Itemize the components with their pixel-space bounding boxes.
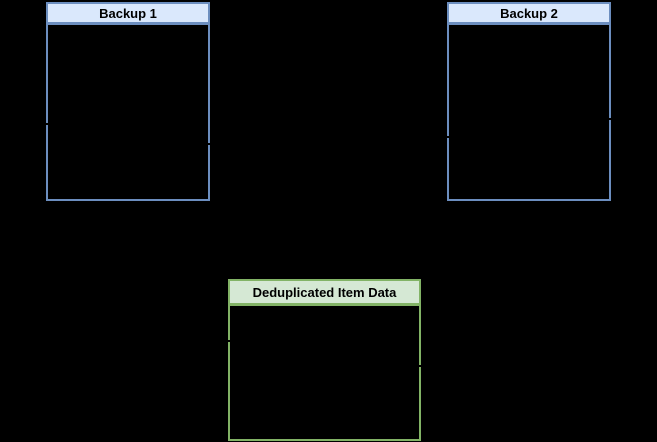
- backup-1-title: Backup 1: [99, 5, 157, 21]
- backup-2-body: [447, 23, 611, 201]
- backup-1-header: Backup 1: [46, 2, 210, 24]
- connector-notch-backup-2-right: [607, 118, 614, 120]
- backup-2-title: Backup 2: [500, 5, 558, 21]
- connector-notch-backup-1-right: [206, 143, 213, 145]
- backup-2-header: Backup 2: [447, 2, 611, 24]
- connector-notch-dedup-right: [416, 365, 423, 367]
- backup-1-body: [46, 23, 210, 201]
- connector-notch-backup-2-left: [444, 136, 451, 138]
- connector-notch-backup-1-left: [43, 123, 50, 125]
- deduplicated-item-data-title: Deduplicated Item Data: [252, 284, 397, 300]
- deduplicated-item-data-body: [228, 304, 421, 441]
- connector-notch-dedup-left: [225, 340, 232, 342]
- deduplicated-item-data-header: Deduplicated Item Data: [228, 279, 421, 305]
